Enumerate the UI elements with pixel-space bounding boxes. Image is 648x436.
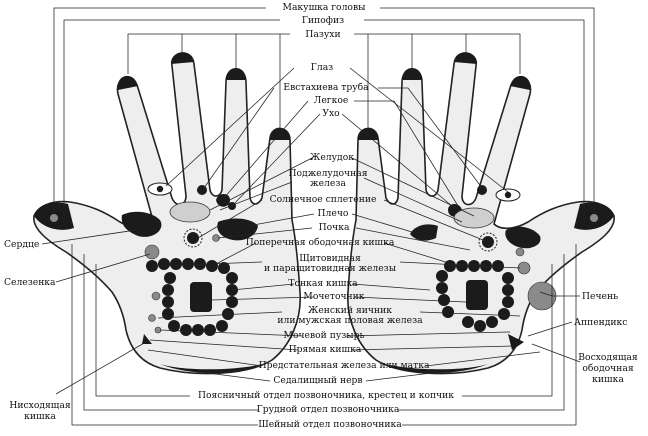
label-eye: Глаз	[311, 62, 333, 73]
label-stomach: Желудок	[310, 152, 354, 163]
label-ascending-1: Восходящая	[578, 352, 638, 363]
label-eustachian: Евстахиева труба	[283, 82, 369, 93]
label-transverse: Поперечная ободочная кишка	[246, 237, 395, 248]
label-appendix: Аппендикс	[574, 317, 627, 328]
labels: Макушка головы Гипофиз Пазухи Глаз Евста…	[4, 1, 638, 431]
label-crown: Макушка головы	[283, 2, 366, 13]
label-spleen: Селезенка	[4, 277, 56, 288]
label-cervical: Шейный отдел позвоночника	[258, 419, 402, 430]
label-ovary-2: или мужская половая железа	[277, 315, 423, 326]
label-thyroid-2: и паращитовидная железы	[264, 263, 396, 274]
label-thyroid-1: Щитовидная	[299, 253, 361, 264]
label-ureter: Мочеточник	[303, 291, 364, 302]
label-liver: Печень	[582, 291, 618, 302]
label-descending-2: кишка	[24, 411, 56, 422]
label-armpits: Пазухи	[305, 29, 340, 40]
label-kidney: Почка	[319, 222, 350, 233]
label-ascending-2: ободочная	[582, 363, 633, 374]
label-ovary-1: Женский яичник	[308, 305, 392, 316]
label-heart: Сердце	[4, 239, 39, 250]
left-hand	[33, 52, 301, 375]
label-descending-1: Нисходящая	[9, 400, 70, 411]
label-pancreas-1: Поджелудочная	[289, 168, 368, 179]
label-lumbar: Поясничный отдел позвоночника, крестец и…	[198, 390, 454, 401]
label-bladder: Мочевой пузырь	[284, 330, 365, 341]
leader-lines	[41, 7, 595, 426]
label-thoracic: Грудной отдел позвоночника	[257, 404, 400, 415]
label-lung: Легкое	[314, 95, 349, 106]
label-small-int: Тонкая кишка	[288, 278, 358, 289]
label-rectum: Прямая кишка	[289, 344, 362, 355]
label-prostate: Предстательная железа или матка	[259, 360, 430, 371]
label-ascending-3: кишка	[592, 374, 624, 385]
label-sciatic: Седалищный нерв	[273, 375, 362, 386]
label-pituitary: Гипофиз	[302, 15, 344, 26]
label-ear: Ухо	[322, 108, 340, 119]
label-solar: Солнечное сплетение	[270, 194, 377, 205]
label-shoulder: Плечо	[318, 208, 349, 219]
right-hand	[347, 52, 615, 375]
label-pancreas-2: железа	[310, 178, 346, 189]
